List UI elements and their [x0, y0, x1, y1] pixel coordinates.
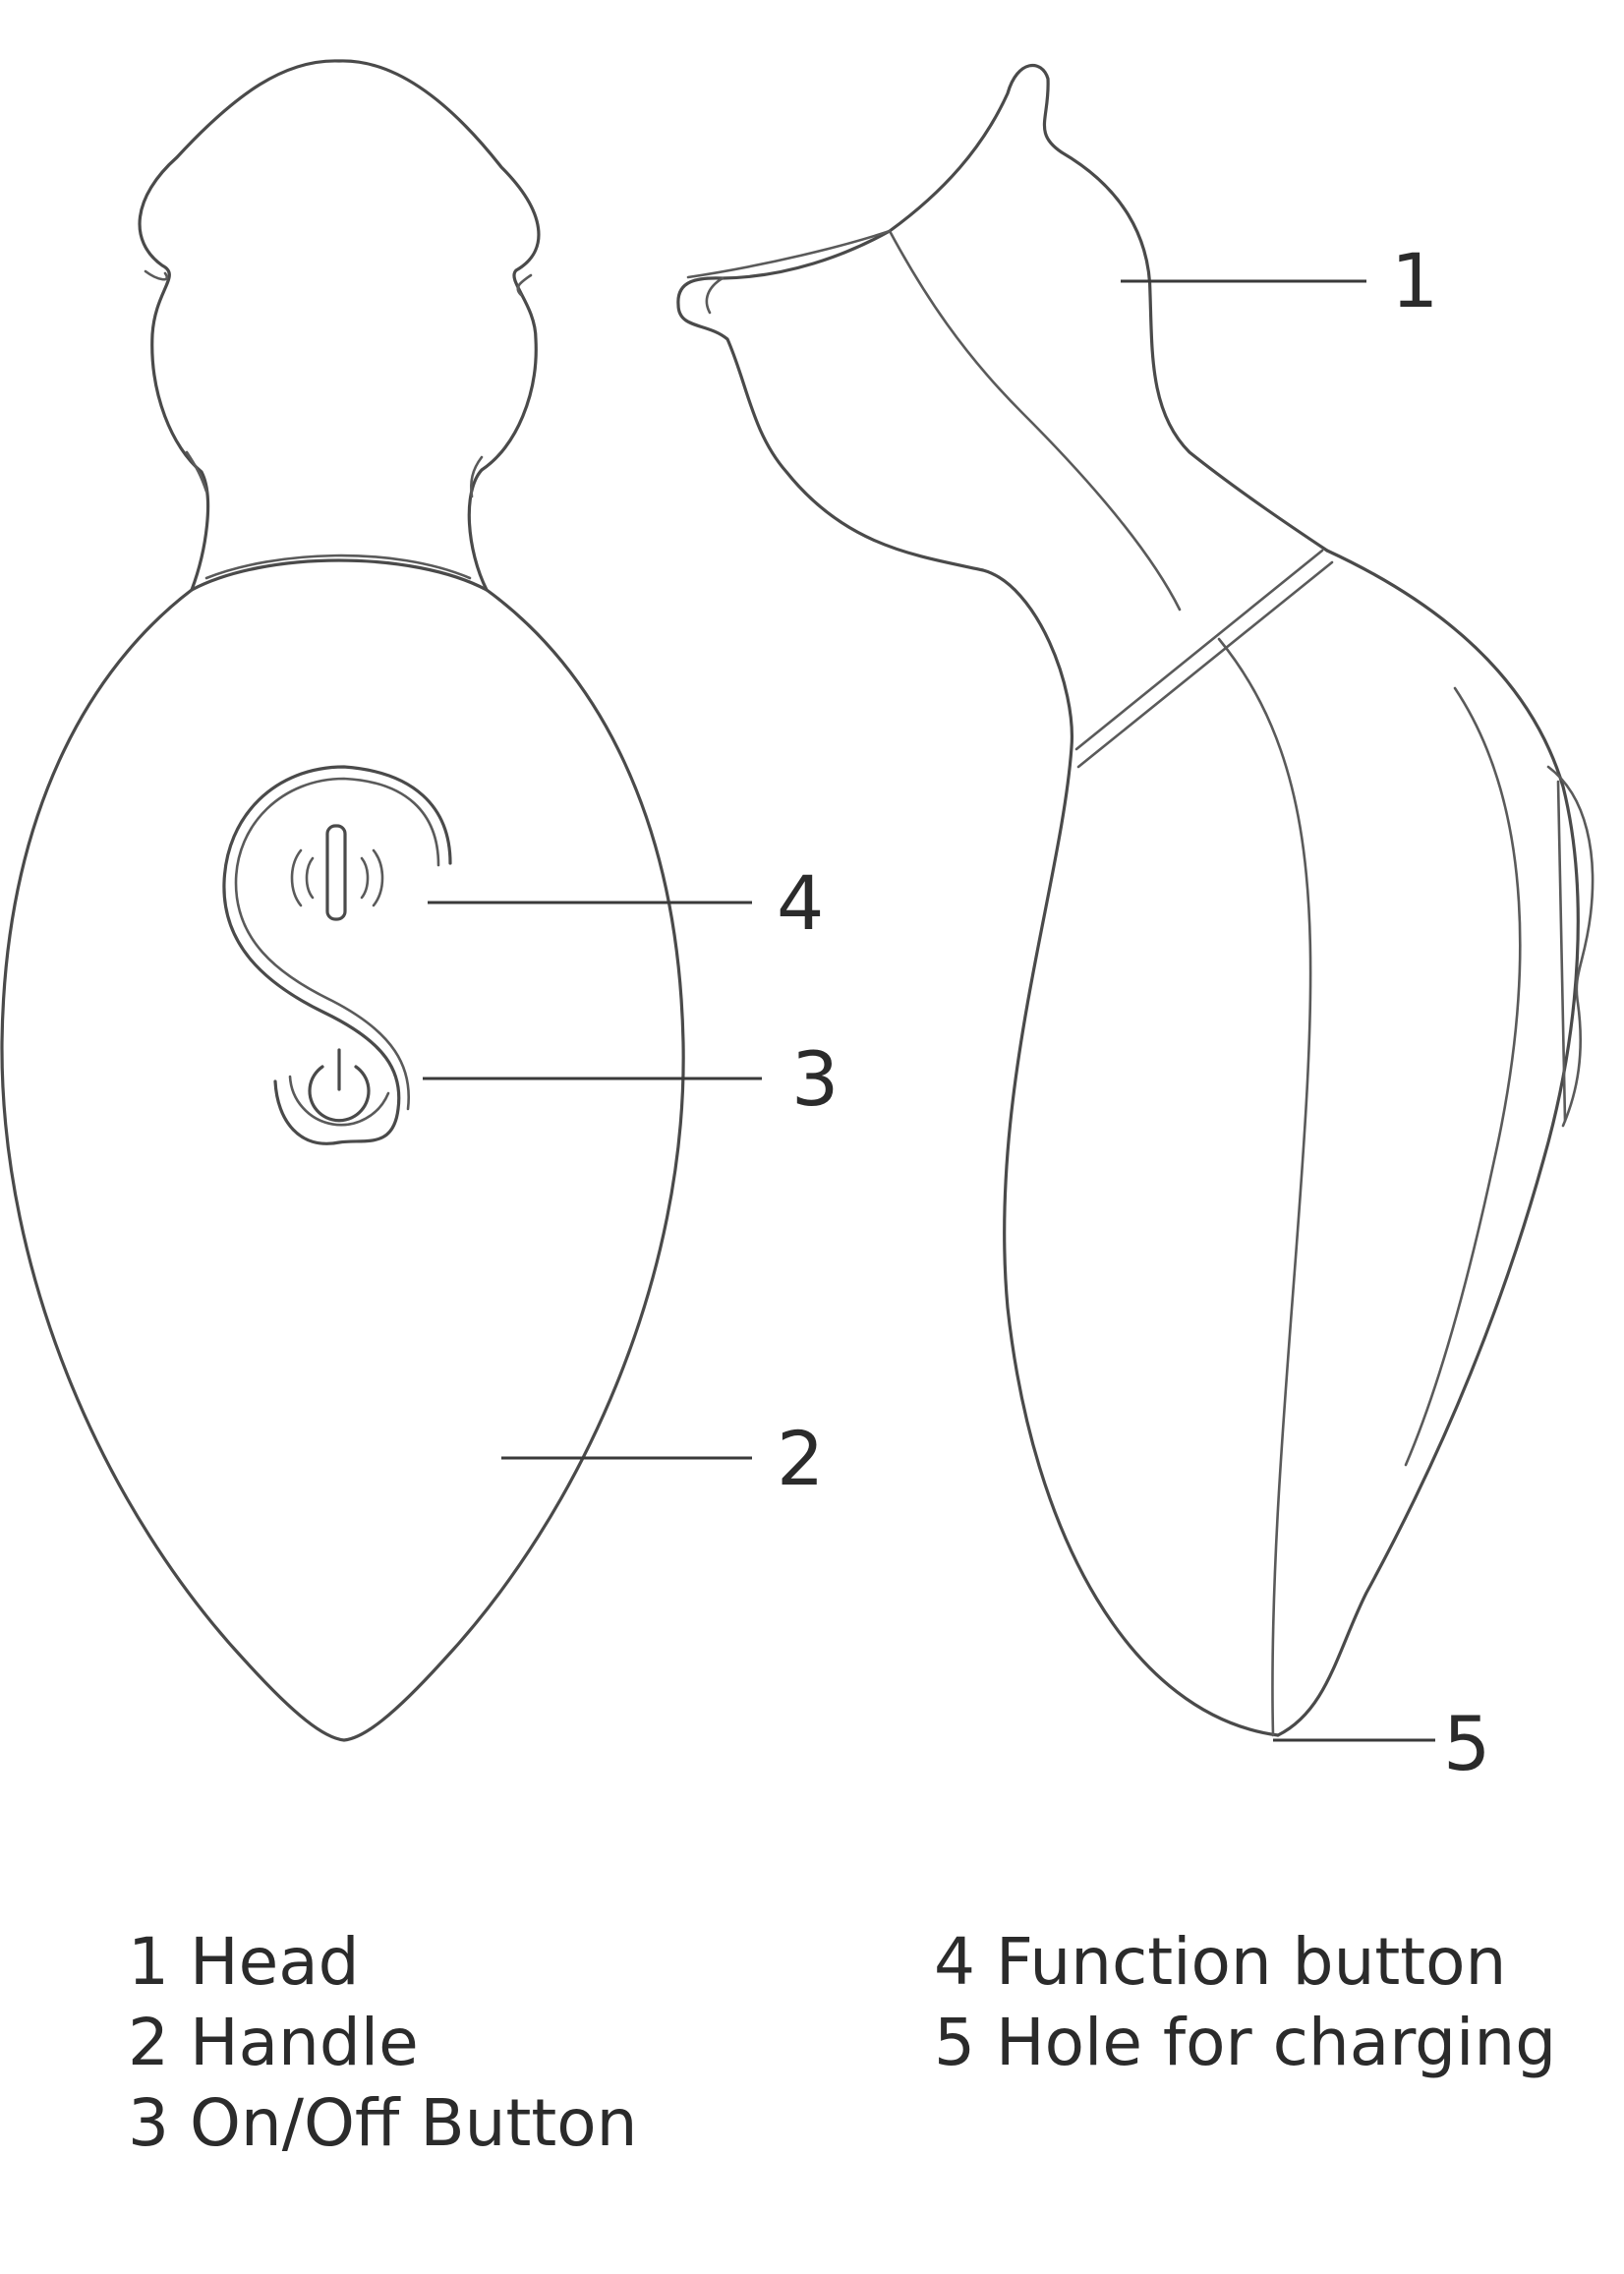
legend-item-onoff-button: 3 On/Off Button — [128, 2085, 638, 2161]
power-icon[interactable] — [288, 1048, 390, 1127]
callout-number: 1 — [1391, 237, 1438, 324]
callout-3: 3 — [423, 1035, 839, 1123]
legend-item-handle: 2 Handle — [128, 2005, 419, 2080]
callout-number: 3 — [791, 1035, 839, 1123]
side-view — [676, 63, 1595, 1737]
side-handle-outline — [1276, 549, 1580, 1737]
front-neck-right-inner — [470, 455, 484, 498]
callout-4: 4 — [428, 859, 824, 947]
callout-number: 2 — [777, 1415, 824, 1502]
front-head-outline — [138, 59, 541, 592]
legend-item-charging-hole: 5 Hole for charging — [934, 2005, 1557, 2080]
front-handle-outline — [0, 558, 685, 1742]
legend-item-function-button: 4 Function button — [934, 1924, 1507, 2000]
side-handle-seam — [1217, 637, 1312, 1737]
callout-1: 1 — [1121, 237, 1438, 324]
legend-right-column: 4 Function button 5 Hole for charging — [934, 1922, 1556, 2083]
callout-number: 5 — [1443, 1700, 1490, 1787]
front-head-inner-right — [516, 273, 533, 297]
side-head-outline — [676, 63, 1329, 1737]
s-channel-outer — [222, 765, 452, 1145]
front-neck-left-inner — [185, 450, 208, 494]
side-collar-band-bottom — [1076, 560, 1334, 769]
legend-item-head: 1 Head — [128, 1924, 360, 2000]
callout-2: 2 — [501, 1415, 824, 1502]
side-nozzle-inner — [686, 229, 1182, 612]
function-button-icon[interactable] — [290, 824, 384, 921]
side-nozzle-tip — [705, 276, 725, 315]
side-collar-band-top — [1074, 549, 1324, 751]
side-back-inner-line — [1404, 686, 1522, 1467]
legend-left-column: 1 Head 2 Handle 3 On/Off Button — [128, 1922, 637, 2164]
callout-5: 5 — [1273, 1700, 1490, 1787]
front-head-inner-left — [144, 269, 168, 281]
s-channel-inner — [234, 777, 440, 1111]
side-button-bumps — [1546, 765, 1595, 1128]
front-view — [0, 59, 685, 1742]
side-button-bump-inner — [1556, 780, 1567, 1123]
front-collar-band — [204, 554, 472, 580]
callout-number: 4 — [777, 859, 824, 947]
